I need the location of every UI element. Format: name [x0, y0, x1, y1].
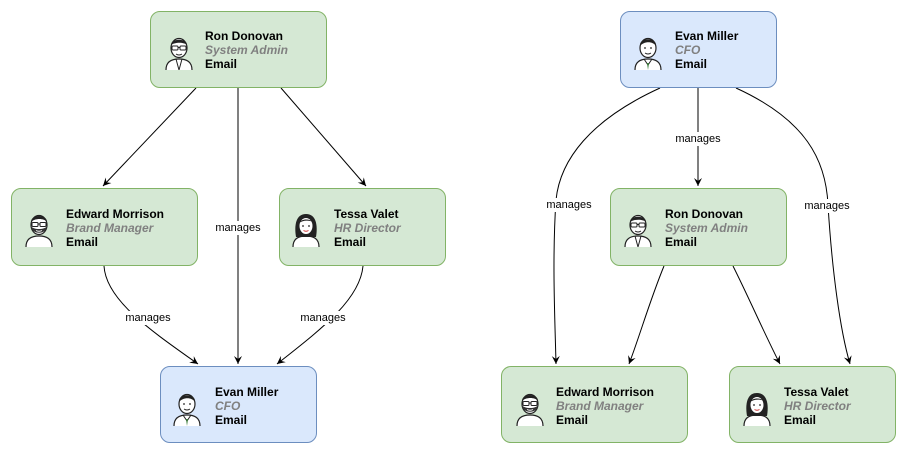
- woman-avatar-icon: [740, 390, 774, 426]
- edge-label: manages: [546, 199, 592, 211]
- node-ron-donovan[interactable]: Ron Donovan System Admin Email: [150, 11, 327, 88]
- node-edward-morrison[interactable]: Edward Morrison Brand Manager Email: [11, 188, 198, 266]
- node-name: Evan Miller: [675, 29, 739, 43]
- edge-label: manages: [804, 200, 850, 212]
- node-ron-donovan[interactable]: Ron Donovan System Admin Email: [610, 188, 787, 266]
- man-glasses-avatar-icon: [162, 34, 196, 70]
- node-email[interactable]: Email: [66, 235, 99, 249]
- edge-ron-edward: [102, 87, 197, 187]
- node-email[interactable]: Email: [334, 235, 367, 249]
- edge-label: manages: [125, 312, 171, 324]
- node-role: CFO: [215, 399, 241, 413]
- node-name: Ron Donovan: [205, 29, 283, 43]
- node-name: Tessa Valet: [334, 207, 399, 221]
- node-email[interactable]: Email: [556, 413, 589, 427]
- node-name: Tessa Valet: [784, 385, 849, 399]
- node-email[interactable]: Email: [675, 57, 708, 71]
- node-email[interactable]: Email: [205, 57, 238, 71]
- edge-ron-tessa: [732, 265, 781, 365]
- edge-ron-edward: [628, 265, 665, 365]
- node-tessa-valet[interactable]: Tessa Valet HR Director Email: [279, 188, 446, 266]
- node-role: HR Director: [784, 399, 851, 413]
- node-role: CFO: [675, 43, 701, 57]
- node-role: System Admin: [205, 43, 288, 57]
- node-name: Ron Donovan: [665, 207, 743, 221]
- node-name: Edward Morrison: [66, 207, 165, 221]
- node-email[interactable]: Email: [215, 413, 248, 427]
- woman-avatar-icon: [289, 211, 323, 247]
- node-edward-morrison[interactable]: Edward Morrison Brand Manager Email: [501, 366, 688, 443]
- edge-label: manages: [215, 222, 261, 234]
- man-glasses-avatar-icon: [621, 211, 655, 247]
- man-suit-avatar-icon: [631, 34, 665, 70]
- node-evan-miller[interactable]: Evan Miller CFO Email: [620, 11, 777, 88]
- node-name: Evan Miller: [215, 385, 279, 399]
- node-role: Brand Manager: [556, 399, 644, 413]
- edge-label: manages: [300, 312, 346, 324]
- man-beard-avatar-icon: [22, 211, 56, 247]
- node-name: Edward Morrison: [556, 385, 655, 399]
- node-tessa-valet[interactable]: Tessa Valet HR Director Email: [729, 366, 896, 443]
- man-beard-avatar-icon: [513, 390, 547, 426]
- node-role: Brand Manager: [66, 221, 154, 235]
- man-suit-avatar-icon: [170, 390, 204, 426]
- node-role: System Admin: [665, 221, 748, 235]
- node-role: HR Director: [334, 221, 401, 235]
- node-email[interactable]: Email: [784, 413, 817, 427]
- edge-ron-tessa: [280, 87, 367, 187]
- node-email[interactable]: Email: [665, 235, 698, 249]
- node-evan-miller[interactable]: Evan Miller CFO Email: [160, 366, 317, 443]
- edge-label: manages: [675, 133, 721, 145]
